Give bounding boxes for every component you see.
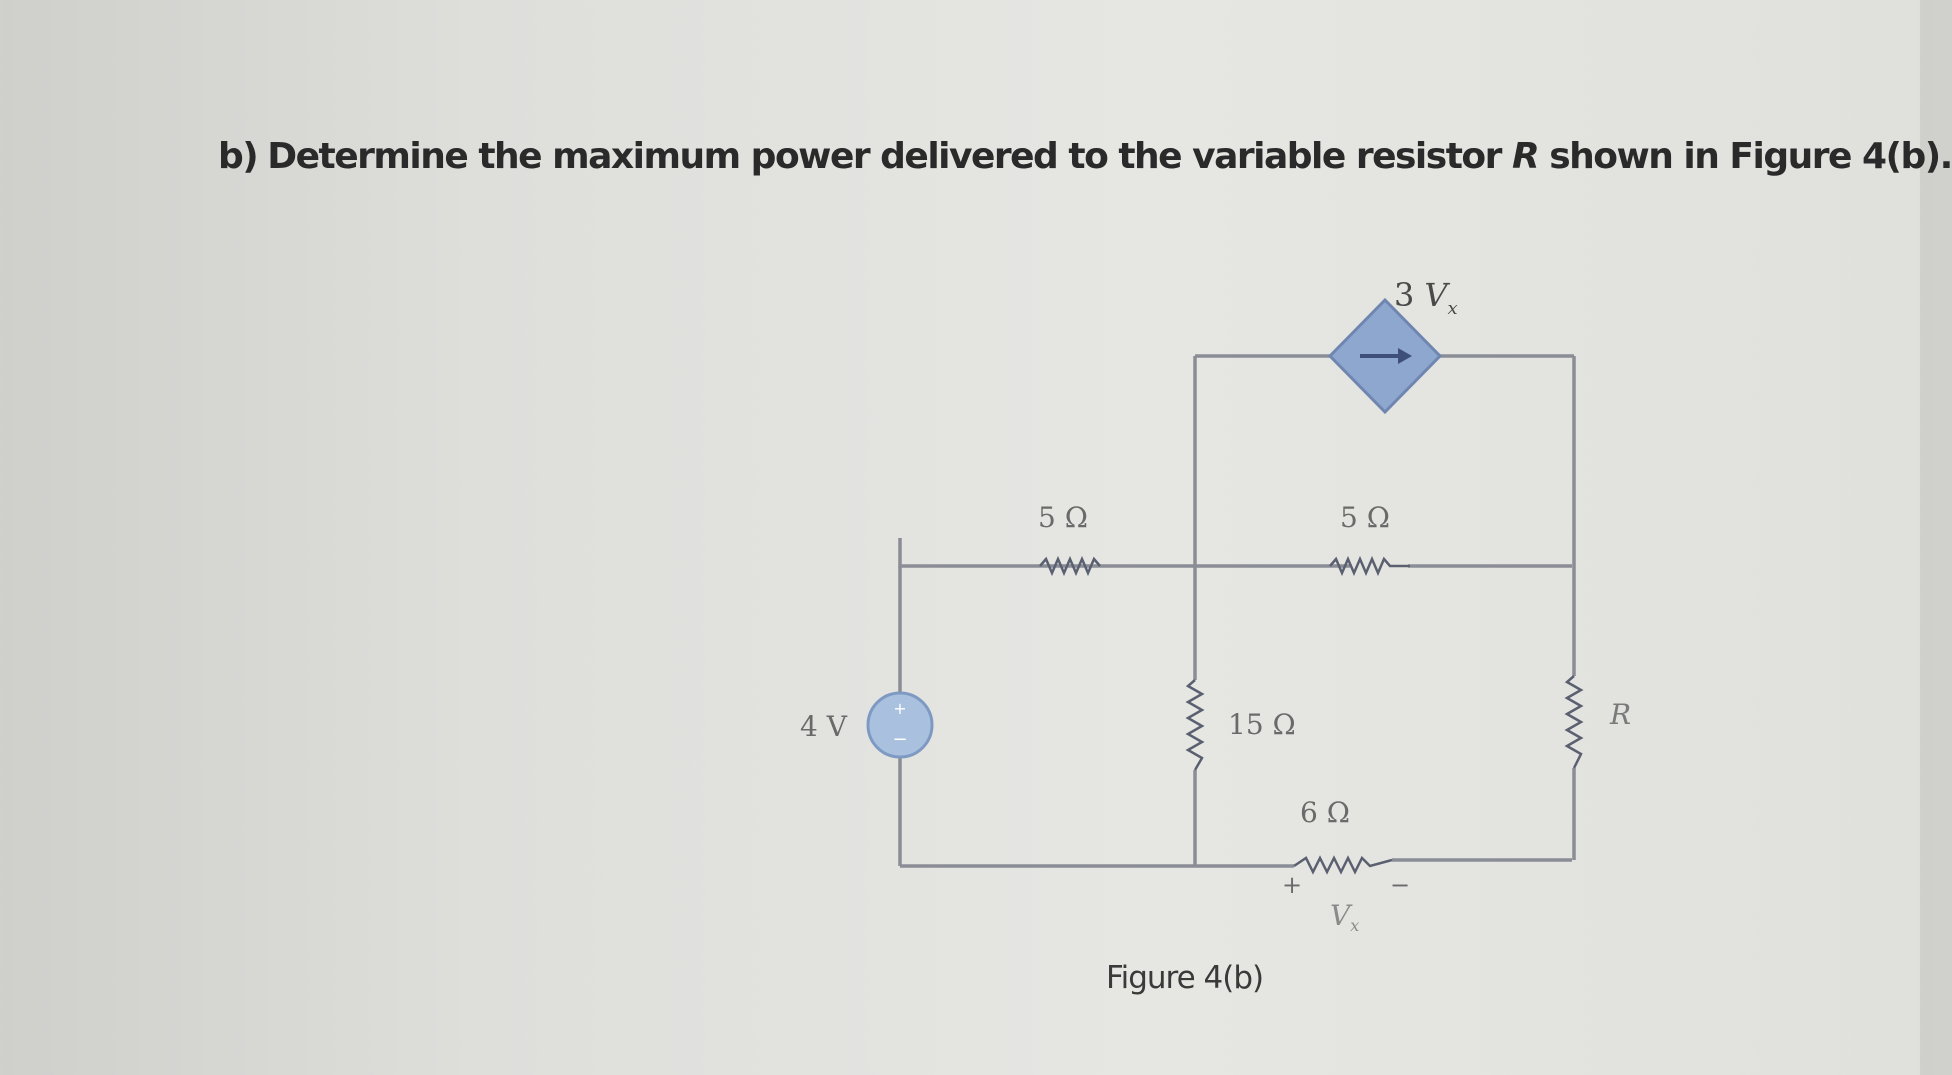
question-text-after: shown in Figure 4(b). bbox=[1538, 136, 1952, 177]
resistor-5-ohm-left bbox=[1039, 555, 1101, 577]
resistor-6-ohm-label: 6 Ω bbox=[1300, 796, 1350, 829]
voltage-source: + − bbox=[866, 691, 934, 759]
figure-caption: Figure 4(b) bbox=[1106, 960, 1264, 996]
vx-plus-label: + bbox=[1282, 871, 1302, 899]
resistor-5-ohm-left-label: 5 Ω bbox=[1038, 501, 1088, 534]
resistor-6-ohm bbox=[1293, 855, 1393, 875]
question-text: b)Determine the maximum power delivered … bbox=[218, 136, 1952, 177]
question-variable: R bbox=[1511, 136, 1540, 177]
voltage-source-label: 4 V bbox=[800, 710, 848, 743]
resistor-load-r bbox=[1564, 675, 1584, 769]
dependent-current-source bbox=[1327, 297, 1443, 415]
minus-sign: − bbox=[892, 729, 907, 750]
circuit-wires bbox=[898, 354, 1576, 868]
resistor-load-r-label: R bbox=[1609, 698, 1631, 731]
arrow-right-icon bbox=[1398, 348, 1412, 364]
question-label: b) bbox=[218, 136, 259, 177]
resistor-5-ohm-right bbox=[1329, 555, 1410, 577]
question-text-before: Determine the maximum power delivered to… bbox=[267, 136, 1512, 177]
vx-label: Vx bbox=[1330, 899, 1359, 935]
voltage-source-circle bbox=[866, 691, 934, 759]
resistor-15-ohm bbox=[1185, 679, 1205, 771]
resistor-5-ohm-right-label: 5 Ω bbox=[1340, 501, 1390, 534]
resistor-15-ohm-label: 15 Ω bbox=[1228, 708, 1296, 741]
plus-sign: + bbox=[893, 699, 906, 718]
vx-minus-label: − bbox=[1390, 871, 1410, 899]
